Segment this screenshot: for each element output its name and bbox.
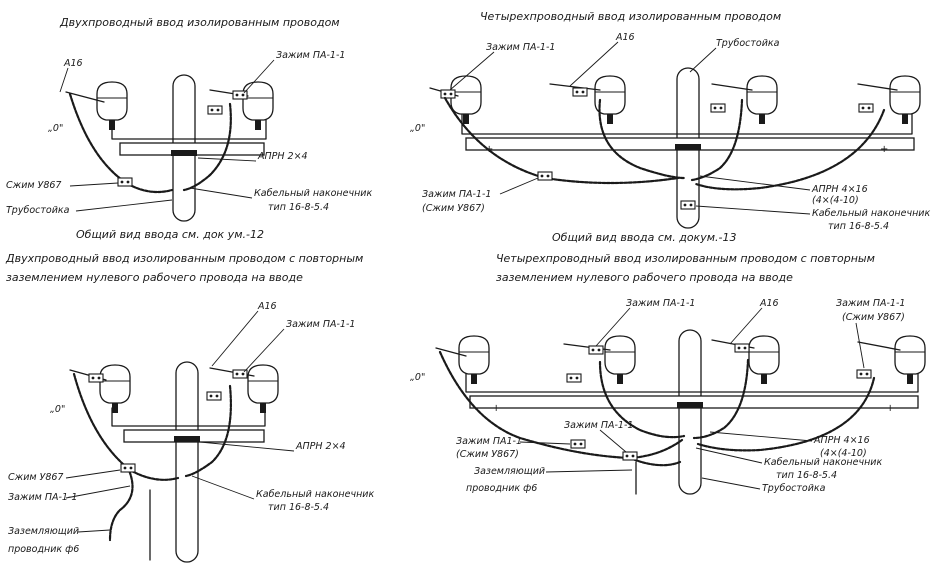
insulator [894,335,926,385]
label-grounding-conductor: Заземляющий [8,526,79,537]
panel-title-line2: заземлением нулевого рабочего провода на… [6,271,303,284]
insulator [748,335,780,385]
label-pole: Трубостойка [716,38,780,49]
label-pole: Трубостойка [762,483,826,494]
label-grounding-conductor: Заземляющий [474,466,545,477]
label-cable-lug: Кабельный наконечник [812,208,930,219]
svg-text:+: + [492,403,500,414]
label-cable-lug: Кабельный наконечник [254,188,372,199]
panel-top-left: Двухпроводный ввод изолированным проводо… [6,16,372,241]
clamp-pa [710,103,726,113]
panel-bottom-right: Четырехпроводный ввод изолированным пров… [410,252,926,495]
clamp-pa [588,345,604,355]
label-cable-lug: Кабельный наконечник [256,489,374,500]
panel-title-line1: Четырехпроводный ввод изолированным пров… [496,252,875,265]
label-clamp-pa-mid: Зажим ПА-1-1 [564,420,633,431]
bracket [465,369,919,393]
insulated-drop-wire [182,102,232,192]
label-clamp-pa: Зажим ПА-1-1 [486,42,555,53]
label-lug-type: тип 16-8-5.4 [268,502,329,513]
pipe-pole [678,329,702,495]
panel-bottom-left: Двухпроводный ввод изолированным проводо… [5,252,374,563]
compression-clamp [570,439,586,449]
compression-clamp [537,171,553,181]
label-lug-type: тип 16-8-5.4 [268,202,329,213]
svg-text:+: + [886,403,894,414]
clamp-pa [207,105,223,115]
label-clamp-pa: Зажим ПА-1-1 [276,50,345,61]
pole-clamp [174,436,200,442]
label-clamp-pa: Зажим ПА-1-1 [626,298,695,309]
label-cable-lug: Кабельный наконечник [764,457,882,468]
panel-title-line1: Двухпроводный ввод изолированным проводо… [5,252,363,265]
bracket [111,407,266,427]
label-zero: „0" [50,404,65,415]
label-clamp-pa-2: Зажим ПА-1-1 [8,492,77,503]
clamp-pa [734,343,750,353]
label-clamp-pa: Зажим ПА-1-1 [286,319,355,330]
label-a16: А16 [615,32,635,43]
pipe-pole [175,361,199,563]
label-grounding-conductor-2: проводник ф6 [466,483,537,494]
label-compression-clamp: Сжим У867 [8,472,63,483]
grounding-wire [108,466,134,542]
caption: Общий вид ввода см. док ум.-12 [76,228,264,241]
insulator [96,81,128,131]
insulator [247,364,279,414]
insulated-drop-wire [438,350,684,460]
insulator [99,364,131,414]
line-wire [65,91,105,103]
label-a16: А16 [257,301,277,312]
insulator [889,75,921,125]
label-lug-type: тип 16-8-5.4 [776,470,837,481]
clamp-pa [572,87,588,97]
clamp-pa [856,369,872,379]
label-aprn: АПРН 2×4 [295,441,346,452]
compression-clamp [117,177,133,187]
clamp-pa [88,373,104,383]
label-lug-type: тип 16-8-5.4 [828,221,889,232]
insulator [458,335,490,385]
label-compression-clamp-left: (Сжим У867) [456,449,519,460]
insulator [450,75,482,125]
label-zero: „0" [48,123,63,134]
clamp-pa [206,391,222,401]
label-a16: А16 [759,298,779,309]
clamp-pa [440,89,456,99]
compression-clamp [120,463,136,473]
clamp-pa [566,373,582,383]
insulator [604,335,636,385]
label-aprn: АПРН 4×16 [813,435,870,446]
panel-top-right: Четырехпроводный ввод изолированным пров… [410,10,930,244]
caption: Общий вид ввода см. докум.-13 [552,231,736,244]
label-compression-clamp: (Сжим У867) [422,203,485,214]
label-aprn-alt: (4×(4-10) [812,195,859,206]
pole-clamp [677,402,703,408]
label-clamp-pa-left: Зажим ПА1-1 [456,436,522,447]
clamp-pa [622,451,638,461]
label-aprn: АПРН 2×4 [257,151,308,162]
label-clamp-pa-right: Зажим ПА-1-1 [836,298,905,309]
label-zero: „0" [410,123,425,134]
label-aprn-alt: (4×(4-10) [820,448,867,459]
label-aprn: АПРН 4×16 [811,184,868,195]
panel-title: Четырехпроводный ввод изолированным пров… [480,10,781,23]
panel-title: Двухпроводный ввод изолированным проводо… [59,16,340,29]
label-compression-clamp-right: (Сжим У867) [842,312,905,323]
pole-clamp [171,150,197,156]
cable-lug [680,200,696,210]
svg-text:+: + [880,144,888,155]
label-clamp-pa-2: Зажим ПА-1-1 [422,189,491,200]
panel-title-line2: заземлением нулевого рабочего провода на… [496,271,793,284]
label-pole: Трубостойка [6,205,70,216]
label-zero: „0" [410,372,425,383]
pole-clamp [675,144,701,150]
label-grounding-conductor-2: проводник ф6 [8,544,79,555]
clamp-pa [858,103,874,113]
label-a16: А16 [63,58,83,69]
label-compression-clamp: Сжим У867 [6,180,61,191]
insulator [746,75,778,125]
